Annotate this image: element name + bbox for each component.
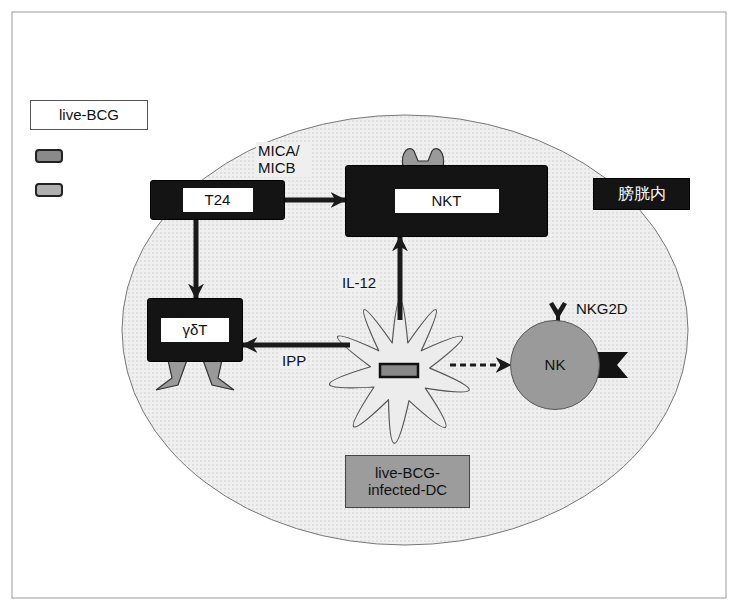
signal-label: MICA/ MICB — [256, 142, 312, 177]
receptor-symbol — [156, 360, 187, 390]
signal-label: IL-12 — [340, 274, 378, 291]
cell-box: live-BCG — [30, 100, 148, 130]
swatch-symbol — [36, 184, 62, 196]
page-frame — [12, 12, 726, 598]
dendritic-cell-illustration — [329, 300, 469, 443]
node-label: T24 — [183, 188, 253, 211]
arrow-connector — [194, 220, 199, 298]
bacterium-symbol — [380, 364, 418, 377]
arrow-connector — [450, 364, 510, 367]
cell-box: NKT — [345, 165, 548, 237]
node-label: live-BCG-infected-DC — [345, 455, 470, 508]
receptor-symbol — [203, 360, 234, 390]
node-label: NK — [545, 356, 566, 373]
arrow-connector — [398, 237, 403, 320]
node-label: 膀胱内 — [618, 185, 666, 203]
arrow-connector — [285, 198, 345, 203]
signal-label: IPP — [280, 352, 308, 369]
cell-node: live-BCG-infected-DC — [350, 320, 450, 420]
swatch-symbol — [36, 150, 62, 162]
node-label: live-BCG — [59, 106, 119, 123]
node-label: γδT — [161, 318, 229, 341]
cell-box: γδT — [147, 298, 243, 362]
cell-box: T24 — [150, 180, 285, 220]
cell-box: 膀胱内 — [593, 178, 690, 210]
cell-circle: NK — [510, 320, 600, 410]
node-label: NKT — [395, 189, 499, 212]
receptor-label: NKG2D — [574, 300, 630, 317]
arrow-connector — [243, 343, 350, 348]
